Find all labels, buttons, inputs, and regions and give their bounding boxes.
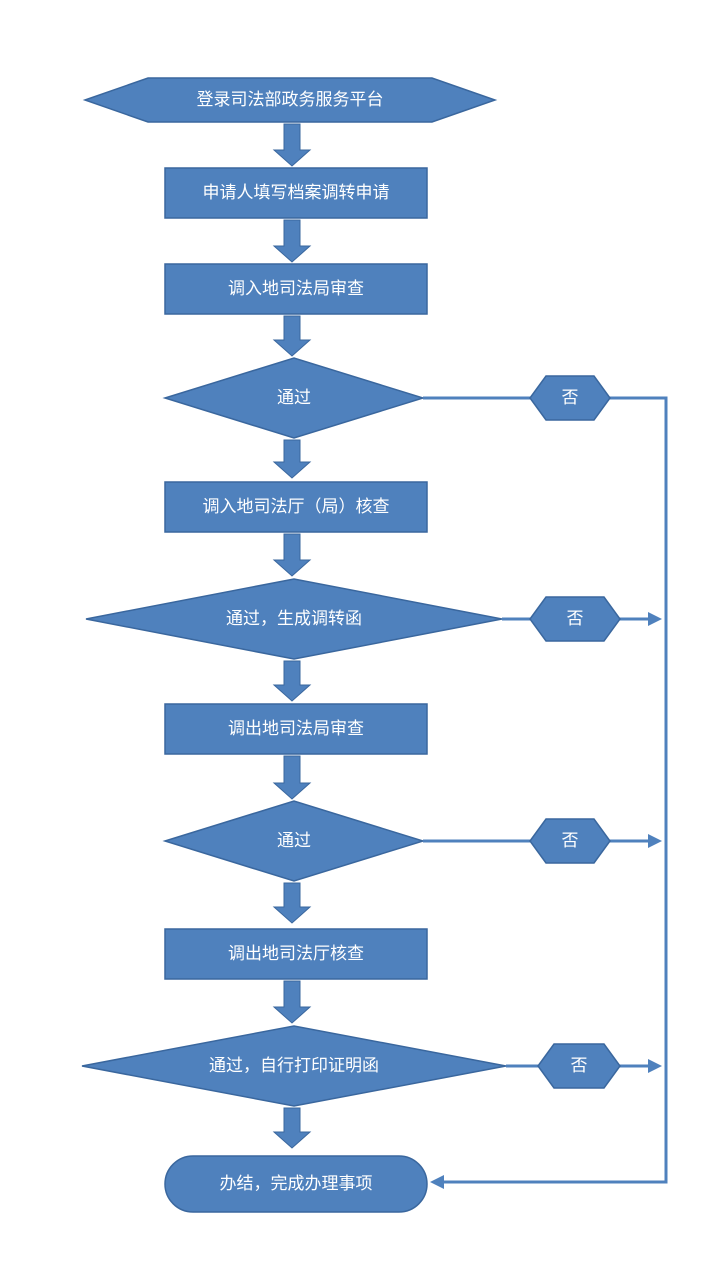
out-bureau-review-node <box>164 703 428 755</box>
reject-1-label: 否 <box>562 388 579 408</box>
in-bureau-review-node <box>164 263 428 315</box>
end-node-label: 办结，完成办理事项 <box>220 1174 373 1194</box>
flow-arrow-5 <box>272 533 312 577</box>
reject-3-label: 否 <box>562 831 579 851</box>
flow-arrow-7 <box>272 755 312 800</box>
in-bureau-review-label: 调入地司法局审查 <box>228 279 364 299</box>
flow-arrow-6 <box>272 660 312 702</box>
pass-2-label: 通过，生成调转函 <box>226 609 362 629</box>
reject-4-arrowhead <box>648 1059 662 1073</box>
flow-arrow-3 <box>272 315 312 357</box>
start-node-label: 登录司法部政务服务平台 <box>197 90 384 110</box>
reject-3-arrowhead <box>648 834 662 848</box>
out-dept-check-label: 调出地司法厅核查 <box>228 944 364 964</box>
in-dept-check-node <box>164 481 428 533</box>
out-dept-check-node <box>164 928 428 980</box>
reject-2-arrowhead <box>648 612 662 626</box>
end-node <box>164 1155 428 1213</box>
flow-arrow-2 <box>272 219 312 263</box>
flow-arrow-1 <box>272 123 312 167</box>
start-node <box>82 77 498 123</box>
flow-arrow-4 <box>272 439 312 479</box>
reject-return-arrowhead <box>430 1175 444 1189</box>
reject-4-label: 否 <box>571 1056 588 1076</box>
pass-1-label: 通过 <box>277 388 311 408</box>
flow-arrow-10 <box>272 1107 312 1149</box>
apply-node-label: 申请人填写档案调转申请 <box>203 183 390 203</box>
reject-1-node <box>529 375 611 421</box>
flow-arrow-8 <box>272 882 312 924</box>
reject-2-node <box>529 596 621 642</box>
pass-3-label: 通过 <box>277 831 311 851</box>
out-bureau-review-label: 调出地司法局审查 <box>228 719 364 739</box>
in-dept-check-label: 调入地司法厅（局）核查 <box>203 497 390 517</box>
pass-4-label: 通过，自行打印证明函 <box>209 1056 379 1076</box>
flow-arrow-9 <box>272 980 312 1024</box>
reject-2-label: 否 <box>567 609 584 629</box>
reject-3-node <box>529 818 611 864</box>
reject-4-node <box>537 1043 621 1089</box>
apply-node <box>164 167 428 219</box>
